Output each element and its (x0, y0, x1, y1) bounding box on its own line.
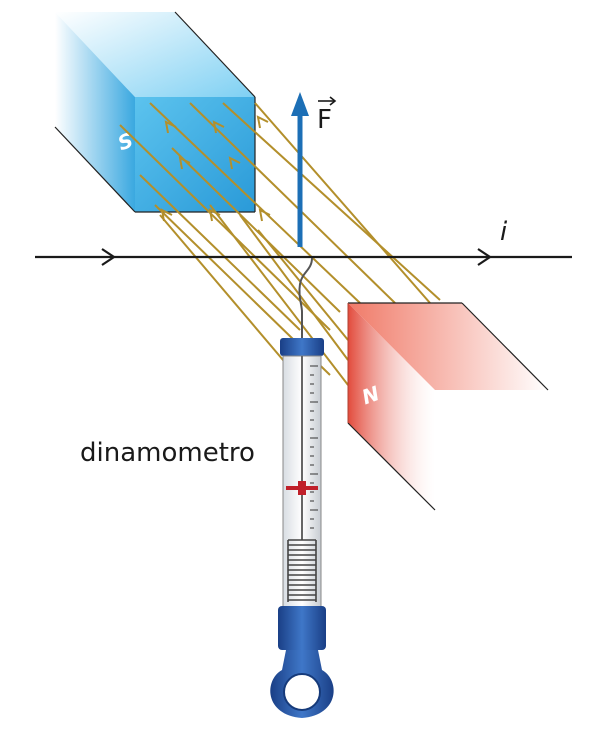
force-label: F (317, 105, 332, 135)
dynamometer-indicator (286, 481, 318, 495)
current-wire: i (35, 217, 572, 266)
magnetic-field-lines (119, 102, 441, 386)
current-label: i (500, 217, 508, 247)
dynamometer-scale (310, 365, 318, 529)
vector-arrow-icon (318, 96, 337, 106)
dynamometer (270, 338, 334, 718)
field-line-arrowheads (160, 115, 271, 222)
force-arrow: F (291, 92, 337, 247)
dynamometer-spring (287, 539, 317, 602)
dynamometer-hook (298, 257, 313, 340)
magnet-south: S (54, 11, 256, 213)
magnet-north: N (347, 302, 549, 511)
dynamometer-ring (283, 673, 321, 711)
dynamometer-label: dinamometro (80, 438, 255, 468)
